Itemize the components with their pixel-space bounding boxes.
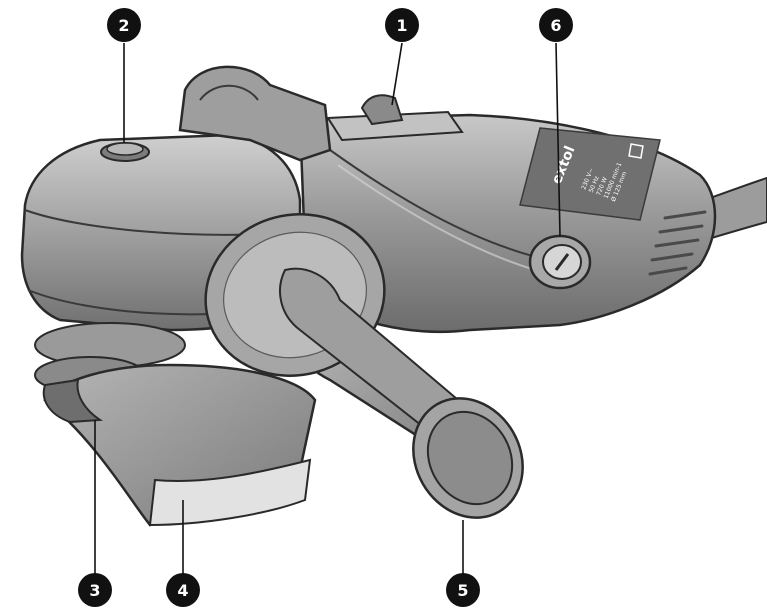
callout-6: 6 — [539, 8, 573, 42]
guard-lip — [148, 458, 312, 527]
callout-4: 4 — [166, 573, 200, 607]
callout-2: 2 — [107, 8, 141, 42]
on-off-switch — [326, 94, 464, 142]
rating-label — [519, 127, 661, 221]
side-handle-socket — [528, 234, 592, 290]
double-insulation-icon — [628, 143, 644, 159]
callout-3: 3 — [78, 573, 112, 607]
vent-slots — [648, 210, 707, 276]
grinding-wheel-edge — [42, 378, 104, 424]
svg-text:1: 1 — [396, 16, 407, 35]
spindle-lock-button — [100, 142, 150, 162]
callout-1: 1 — [385, 8, 419, 42]
svg-text:2: 2 — [118, 16, 129, 35]
svg-text:3: 3 — [89, 581, 100, 600]
spec-lines: 230 V~ 50 Hz 720 W 11000 min-1 Ø 125 mm — [580, 161, 628, 202]
svg-text:5: 5 — [457, 581, 468, 600]
leader-lines — [94, 42, 561, 580]
svg-text:6: 6 — [550, 16, 561, 35]
rear-bracket — [178, 65, 332, 162]
svg-text:4: 4 — [177, 581, 188, 600]
callout-5: 5 — [446, 573, 480, 607]
side-handle — [204, 213, 524, 519]
housing-seam — [329, 149, 541, 259]
